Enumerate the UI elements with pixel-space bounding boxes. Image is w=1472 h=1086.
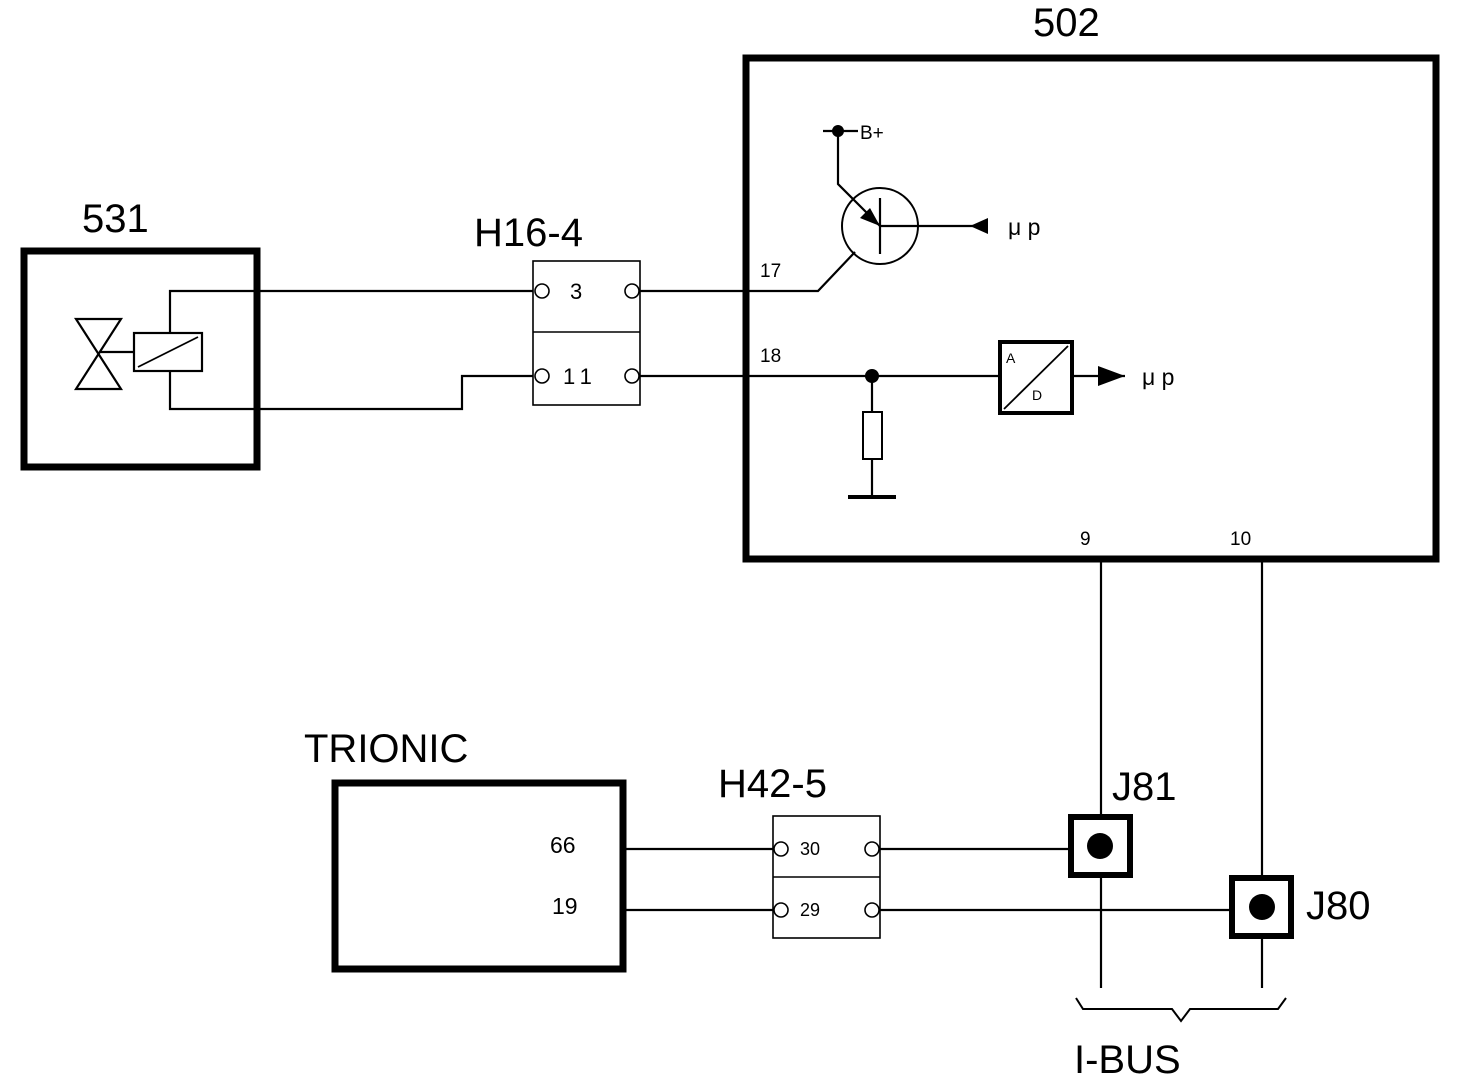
connector-h42-5: H42-5 30 29: [718, 762, 881, 939]
h16-pin-3-left-terminal: [534, 283, 550, 299]
trionic-pin-66-label: 66: [550, 832, 576, 858]
solenoid-coil-icon: [132, 331, 204, 373]
pin-9-label: 9: [1080, 529, 1091, 550]
i-bus: I-BUS: [1074, 997, 1287, 1082]
h16-pin-3-label: 3: [570, 279, 582, 304]
h42-pin-29-left-terminal: [773, 902, 789, 918]
connector-h16-4: H16-4 3 11: [474, 211, 641, 406]
h16-pin-11-right-terminal: [624, 368, 640, 384]
valve-icon: [73, 317, 124, 391]
h42-pin-30-label: 30: [800, 839, 820, 859]
h42-pin-30-left-terminal: [773, 841, 789, 857]
component-531-box: [20, 247, 261, 471]
h42-pin-30-right-terminal: [864, 841, 880, 857]
component-531: 531: [20, 197, 261, 471]
junction-j81-label: J81: [1112, 765, 1177, 809]
h42-pin-29-right-terminal: [864, 902, 880, 918]
ad-a-label: A: [1006, 350, 1016, 366]
h16-pin-11-left-terminal: [534, 368, 550, 384]
junction-j80: J80: [1229, 875, 1371, 939]
junction-j81: J81: [1068, 765, 1177, 878]
junction-j81-dot: [1087, 833, 1113, 859]
connector-h42-5-title: H42-5: [718, 762, 827, 806]
component-502-title: 502: [1033, 1, 1100, 45]
ad-d-label: D: [1032, 387, 1042, 403]
junction-j80-label: J80: [1306, 884, 1371, 928]
arrow-up-top-icon: [970, 218, 988, 234]
pin-10-label: 10: [1230, 529, 1251, 550]
solenoid-coil-diagonal: [137, 336, 199, 368]
connector-h16-4-box: [532, 260, 641, 406]
h16-pin-11-label: 11: [563, 364, 598, 389]
junction-j80-dot: [1249, 894, 1275, 920]
ad-converter-diagonal: [1003, 345, 1069, 410]
component-trionic: TRIONIC 66 19: [304, 727, 627, 973]
bplus-label: B+: [860, 123, 884, 144]
component-502-box: [742, 54, 1440, 563]
h16-pin-3-right-terminal: [624, 283, 640, 299]
arrow-up-bottom-icon: [1098, 366, 1125, 386]
pin-18-label: 18: [760, 346, 781, 367]
transistor-arrow: [860, 208, 880, 226]
component-trionic-box: [331, 779, 627, 973]
component-trionic-title: TRIONIC: [304, 727, 468, 771]
wire-531-upper: [168, 289, 533, 333]
resistor-symbol: [862, 411, 883, 460]
wire-pin-17: [640, 251, 856, 293]
connector-h16-4-title: H16-4: [474, 211, 583, 255]
trionic-pin-19-label: 19: [552, 893, 578, 919]
up-bottom-label: μ p: [1142, 364, 1174, 390]
h42-pin-29-label: 29: [800, 900, 820, 920]
i-bus-label: I-BUS: [1074, 1038, 1181, 1082]
wire-531-lower: [168, 371, 533, 411]
pin-17-label: 17: [760, 261, 781, 282]
component-502: 502 B+ μ p 17 18 A D μ p 9 10: [742, 1, 1440, 563]
component-531-title: 531: [82, 197, 149, 241]
up-top-label: μ p: [1008, 214, 1040, 240]
i-bus-brace: [1075, 997, 1287, 1023]
junction-j80-box: [1229, 875, 1294, 939]
